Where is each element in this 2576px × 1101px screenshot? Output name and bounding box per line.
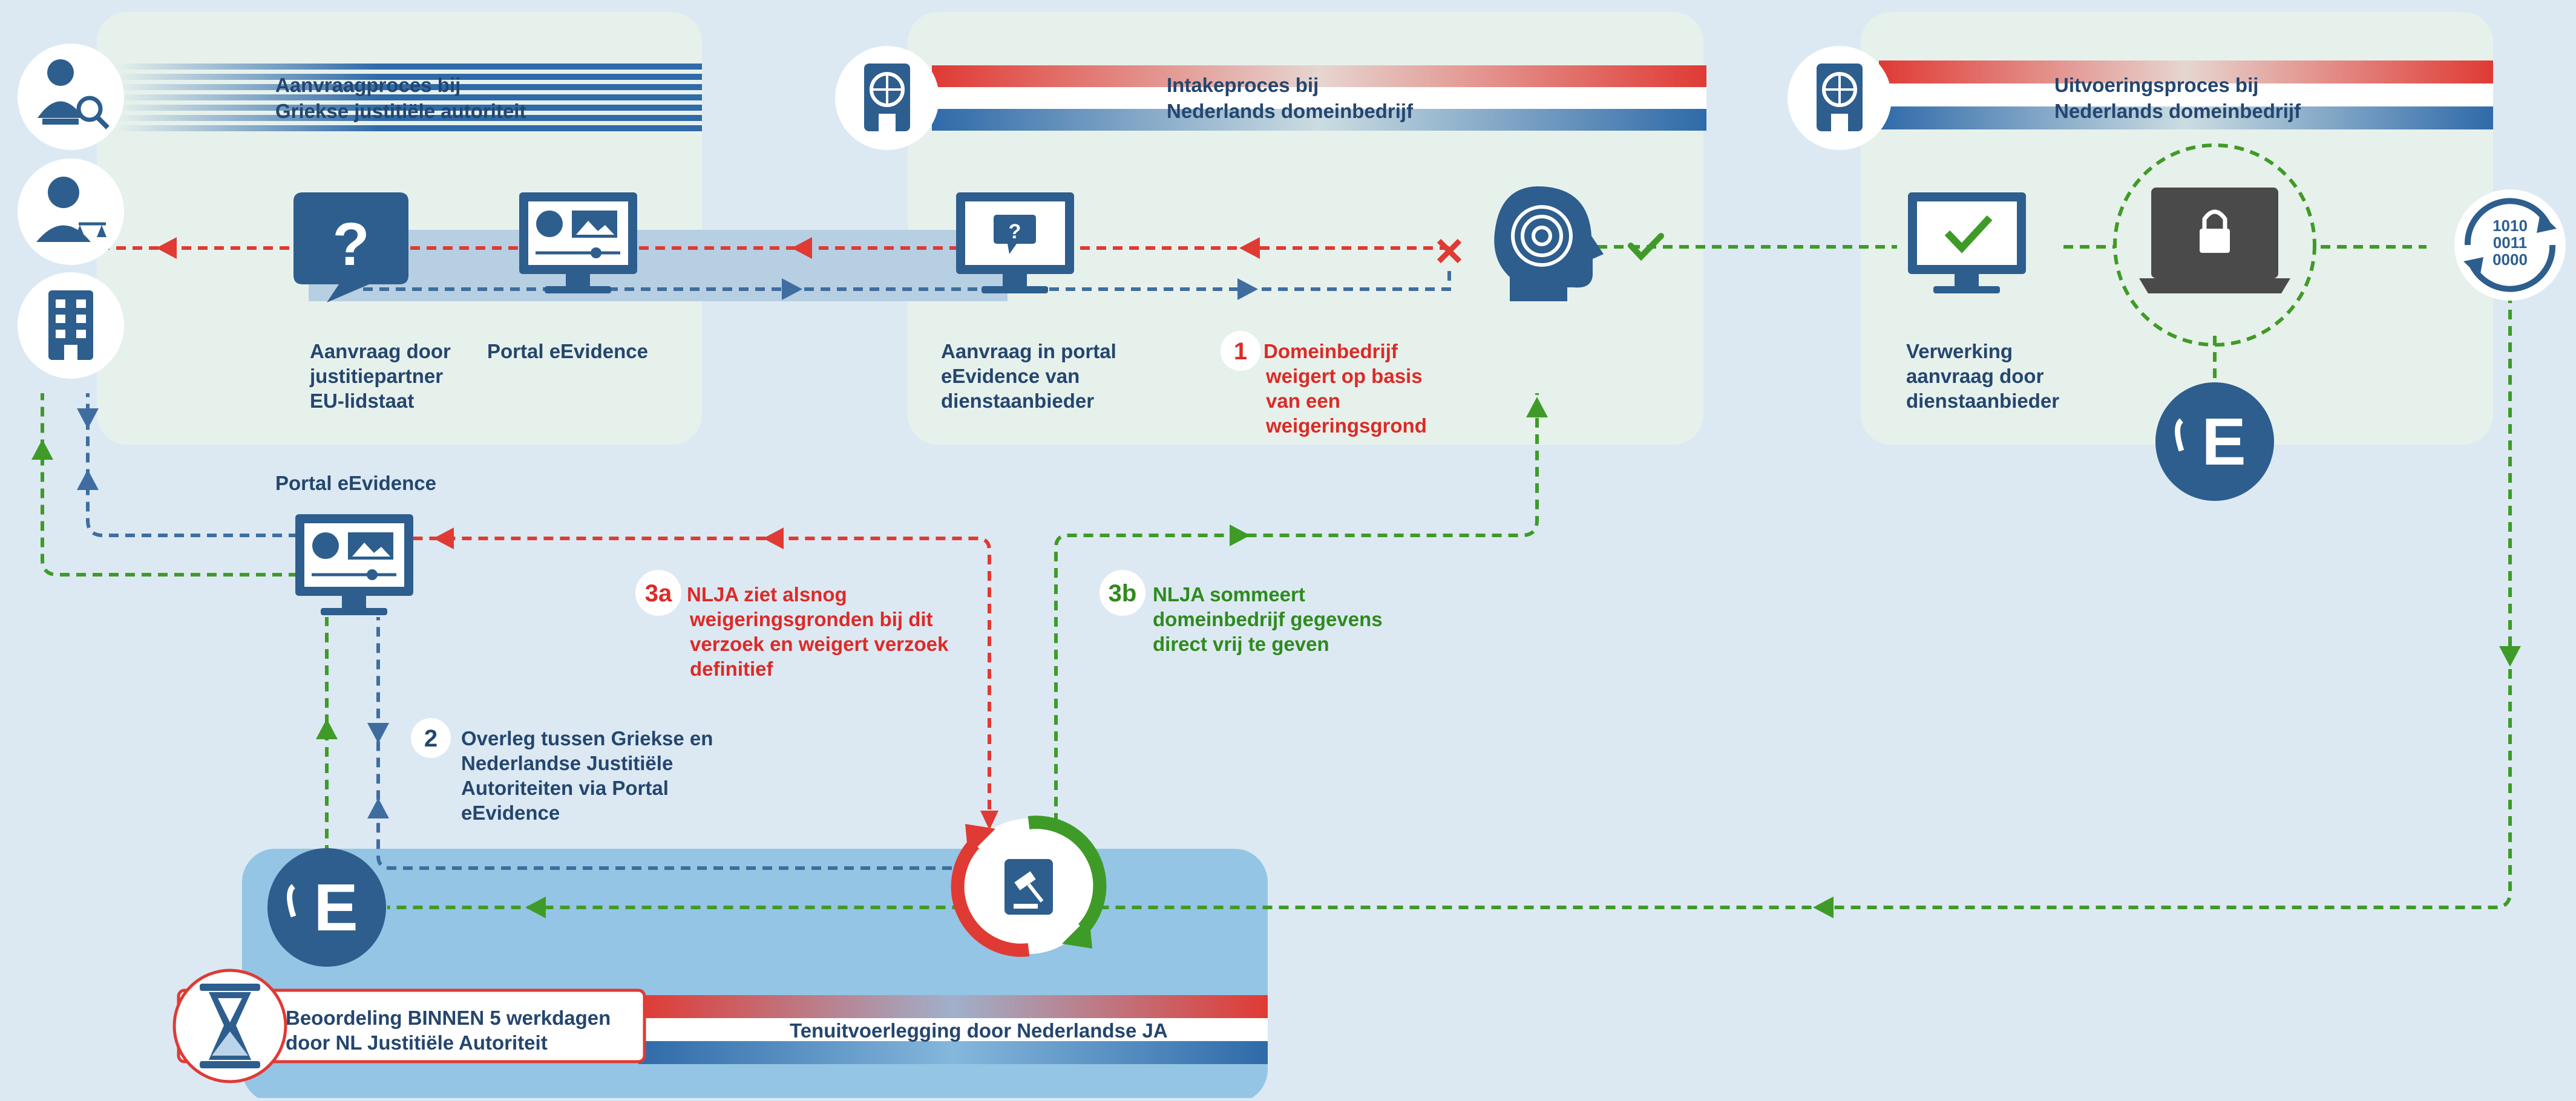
step-line: eEvidence	[461, 802, 560, 824]
step1-text: Domeinbedrijf weigert op basis van een w…	[1263, 340, 1427, 437]
portal-top-label: Portal eEvidence	[487, 340, 648, 362]
step2-badge: 2	[411, 718, 451, 758]
step-line: domeinbedrijf gegevens	[1153, 608, 1383, 630]
step-line: Autoriteiten via Portal	[461, 777, 669, 799]
step-line: verzoek en weigert verzoek	[690, 633, 949, 655]
label-line: justitiepartner	[309, 365, 443, 387]
step3a-flow-line	[411, 537, 991, 826]
request-title-line1: Aanvraagproces bij	[275, 74, 460, 96]
label-line: Aanvraag door	[310, 340, 451, 362]
label-line: door NL Justitiële Autoriteit	[286, 1031, 548, 1054]
svg-text:E: E	[313, 871, 358, 945]
step1-number: 1	[1234, 338, 1247, 365]
eevidence-logo-bottom: E	[267, 848, 386, 967]
portal-monitor-left-icon	[295, 514, 413, 615]
label-line: eEvidence van	[941, 365, 1080, 387]
auditor-icon	[18, 44, 124, 150]
request-monitor-icon: ?	[956, 192, 1074, 293]
label-line: dienstaanbieder	[941, 390, 1094, 412]
svg-text:?: ?	[1009, 220, 1021, 243]
intake-title-line1: Intakeproces bij	[1167, 74, 1319, 96]
step-line: weigert op basis	[1265, 365, 1423, 387]
step-line: Domeinbedrijf	[1263, 340, 1398, 362]
label-line: Beoordeling BINNEN 5 werkdagen	[286, 1007, 611, 1029]
portal-monitor-icon	[519, 192, 637, 293]
secure-laptop-icon	[2113, 143, 2316, 347]
step-line: Nederlandse Justitiële	[461, 752, 673, 774]
thinking-head-icon	[1494, 186, 1604, 301]
approval-check-icon	[1628, 233, 1664, 261]
request-by-partner-label: Aanvraag door justitiepartner EU-lidstaa…	[309, 340, 451, 412]
step3b-flow-line	[1054, 393, 1539, 823]
binary-sync-icon: 1010 0011 0000	[2454, 189, 2566, 301]
binary-line1: 1010	[2492, 217, 2528, 235]
building-icon	[18, 272, 124, 379]
step-line: direct vrij te geven	[1153, 633, 1329, 655]
step3a-badge: 3a	[635, 570, 681, 616]
assessment-label: Beoordeling BINNEN 5 werkdagen door NL J…	[286, 1007, 611, 1054]
portal-left-label: Portal eEvidence	[275, 472, 436, 494]
step3b-badge: 3b	[1100, 570, 1145, 616]
execution-globe-icon	[1788, 46, 1892, 150]
gavel-cycle-icon	[951, 815, 1107, 957]
step-line: definitief	[690, 658, 774, 680]
label-line: dienstaanbieder	[1906, 390, 2059, 412]
step-line: NLJA ziet alsnog	[687, 583, 847, 606]
step-line: Overleg tussen Griekse en	[461, 727, 713, 750]
enforcement-header-flag	[638, 995, 1268, 1064]
judge-icon	[18, 158, 124, 265]
portal-to-authority-green-line	[41, 393, 315, 577]
binary-line3: 0000	[2492, 250, 2528, 269]
step2-text: Overleg tussen Griekse en Nederlandse Ju…	[461, 727, 713, 824]
step-line: weigeringsgrond	[1265, 414, 1427, 437]
question-bubble-icon: ?	[293, 192, 408, 302]
return-flow-line	[387, 293, 2512, 909]
processing-request-label: Verwerking aanvraag door dienstaanbieder	[1906, 340, 2059, 412]
step3b-number: 3b	[1109, 580, 1137, 607]
intake-header-flag	[932, 65, 1706, 131]
arrowheads	[31, 237, 2521, 918]
refusal-x-icon	[1437, 238, 1462, 264]
execution-header-flag	[1879, 60, 2493, 129]
step2-number: 2	[424, 725, 438, 752]
portal-to-authority-line	[86, 393, 315, 537]
step3b-text: NLJA sommeert domeinbedrijf gegevens dir…	[1153, 583, 1383, 655]
processing-monitor-icon	[1908, 192, 2026, 293]
step-line: NLJA sommeert	[1153, 583, 1305, 606]
label-line: Verwerking	[1906, 340, 2013, 362]
step3a-number: 3a	[645, 580, 672, 607]
step3a-text: NLJA ziet alsnog weigeringsgronden bij d…	[687, 583, 949, 680]
svg-text:?: ?	[332, 211, 369, 278]
request-title-line2: Griekse justitiële autoriteit	[275, 100, 526, 122]
svg-text:E: E	[2201, 405, 2246, 479]
binary-line2: 0011	[2493, 234, 2527, 252]
label-line: aanvraag door	[1906, 365, 2044, 387]
execution-title-line1: Uitvoeringsproces bij	[2054, 74, 2258, 96]
step-line: van een	[1266, 390, 1340, 412]
hourglass-badge	[172, 969, 646, 1083]
eevidence-logo-right: E	[2155, 382, 2274, 501]
intake-globe-icon	[835, 46, 939, 150]
request-flow-line	[363, 266, 1451, 291]
label-line: Aanvraag in portal	[941, 340, 1116, 362]
request-header-stripes	[115, 64, 702, 131]
step-line: weigeringsgronden bij dit	[689, 608, 933, 630]
execution-title-line2: Nederlands domeinbedrijf	[2054, 100, 2301, 122]
request-in-portal-label: Aanvraag in portal eEvidence van diensta…	[941, 340, 1116, 412]
step1-badge: 1	[1221, 331, 1260, 371]
label-line: EU-lidstaat	[310, 390, 414, 412]
enforcement-label: Tenuitvoerlegging door Nederlandse JA	[790, 1019, 1168, 1042]
intake-title-line2: Nederlands domeinbedrijf	[1167, 100, 1414, 122]
step2-flow-line	[376, 617, 968, 870]
